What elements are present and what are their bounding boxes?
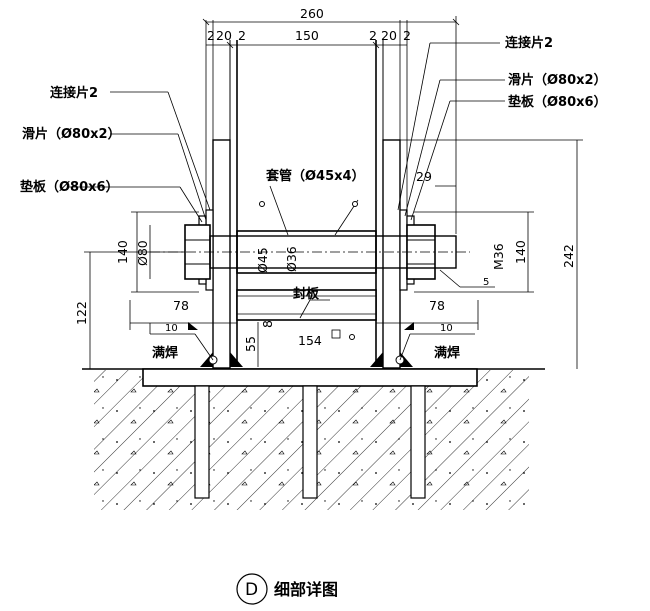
dim-122: 122 — [74, 301, 89, 325]
label-slide-left: 滑片（Ø80x2） — [22, 126, 121, 142]
annotations: 260 2 20 2 150 2 20 2 连接片2 连接片2 滑片（Ø80x2… — [20, 6, 607, 361]
dim-140-left: 140 — [115, 240, 130, 264]
dim-78-left: 78 — [173, 298, 189, 313]
dim-242: 242 — [561, 244, 576, 268]
dim-154: 154 — [298, 333, 322, 348]
steel-assembly — [150, 20, 470, 369]
label-pad-right: 垫板（Ø80x6） — [508, 94, 607, 110]
dim-29: 29 — [416, 169, 432, 184]
anchor-rod — [302, 385, 318, 499]
weld-size-left: 10 — [165, 323, 178, 334]
weld-size-right: 10 — [440, 323, 453, 334]
anchor-rod — [194, 385, 210, 499]
dim-20a: 20 — [216, 28, 232, 43]
dim-2b: 2 — [238, 28, 246, 43]
dim-260: 260 — [300, 6, 324, 21]
dim-d45: Ø45 — [255, 247, 270, 273]
dim-2a: 2 — [207, 28, 215, 43]
dim-2d: 2 — [403, 28, 411, 43]
dim-78-right: 78 — [429, 298, 445, 313]
dim-140-right: 140 — [513, 240, 528, 264]
label-pad-left: 垫板（Ø80x6） — [20, 179, 119, 195]
dim-d80: Ø80 — [135, 240, 150, 266]
dim-2c: 2 — [369, 28, 377, 43]
anchor-rod — [410, 385, 426, 499]
dim-8: 8 — [260, 320, 275, 328]
cover-plate — [236, 289, 377, 321]
label-sleeve: 套管（Ø45x4） — [265, 168, 365, 184]
weld-size-5: 5 — [483, 277, 489, 288]
dim-55: 55 — [243, 336, 258, 352]
dim-d36: Ø36 — [284, 246, 299, 272]
dimension-lines — [68, 16, 583, 369]
drawing-title: D 细部详图 — [236, 573, 338, 605]
foundation — [82, 368, 545, 510]
title-symbol: D — [245, 580, 258, 600]
dim-20b: 20 — [381, 28, 397, 43]
label-link-plate-left: 连接片2 — [50, 85, 98, 101]
title-text: 细部详图 — [274, 580, 338, 599]
base-plate — [142, 368, 478, 387]
label-weld-left: 满焊 — [152, 345, 178, 361]
dim-150: 150 — [295, 28, 319, 43]
dim-m36: M36 — [491, 243, 506, 270]
label-weld-right: 满焊 — [434, 345, 460, 361]
label-cover-plate: 封板 — [293, 286, 320, 302]
label-slide-right: 滑片（Ø80x2） — [508, 72, 607, 88]
label-link-plate-right: 连接片2 — [505, 35, 553, 51]
